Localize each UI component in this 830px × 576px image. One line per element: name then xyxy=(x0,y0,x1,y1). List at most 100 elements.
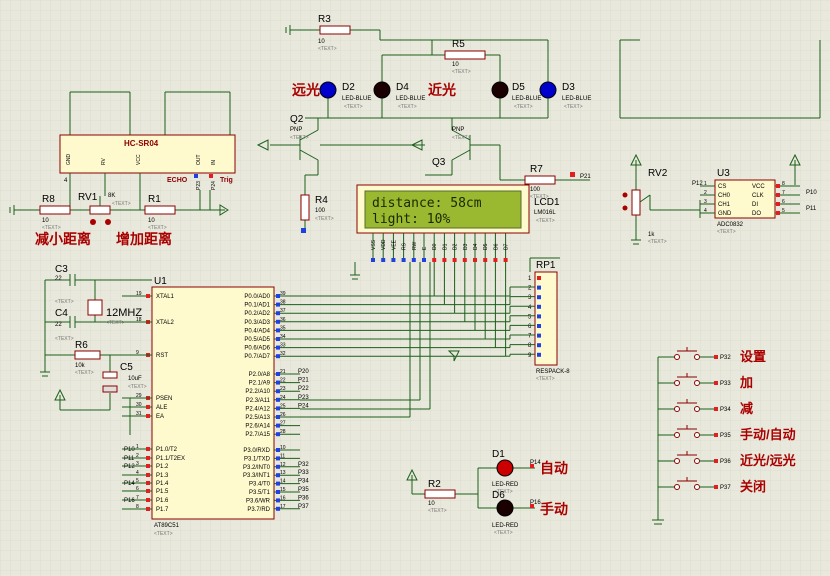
resistor-r6: R6 10k <TEXT> xyxy=(74,340,101,376)
q3-arrow xyxy=(410,139,423,151)
button-label-p37: 关闭 xyxy=(740,479,766,494)
d1-ref: D1 xyxy=(492,449,505,460)
c4-ref: C4 xyxy=(55,308,68,319)
rp1-pin-6: 6 xyxy=(528,324,532,330)
d1-model: LED-RED xyxy=(492,482,519,488)
u1-pin-p25a13: P2.5/A13 xyxy=(245,415,270,421)
u3-ref: U3 xyxy=(717,168,730,179)
u1-pin-p24a12: P2.4/A12 xyxy=(245,406,270,412)
rp1-pin-5: 5 xyxy=(528,314,532,320)
u1-pin-p20a8: P2.0/A8 xyxy=(249,372,271,378)
u1-pin-num-38: 38 xyxy=(280,300,286,306)
net-p16: P16 xyxy=(530,500,541,506)
rp1-pin-2: 2 xyxy=(528,286,532,292)
r2-ref: R2 xyxy=(428,479,441,490)
u1-pin-psen: PSEN xyxy=(156,396,172,402)
u1-pin-ea: EA xyxy=(156,414,164,420)
lcd-pin-vee: VEE xyxy=(391,239,397,250)
u1-pin-num-17: 17 xyxy=(280,504,286,510)
u3-model: ADC0832 xyxy=(717,222,744,228)
d2-text: <TEXT> xyxy=(344,104,363,110)
lcd-pin-d1: D1 xyxy=(442,243,448,250)
u1-net-p32: P32 xyxy=(298,462,309,468)
u1-pin-p26a14: P2.6/A14 xyxy=(245,424,270,430)
c4-text: <TEXT> xyxy=(55,336,74,342)
auto-label: 自动 xyxy=(540,460,568,476)
u1-net-p23: P23 xyxy=(298,395,309,401)
u1-pin-p15: P1.5 xyxy=(156,489,169,495)
adc-pin-num-4: 4 xyxy=(704,208,707,214)
d6-ref: D6 xyxy=(492,490,505,501)
button-p37[interactable]: P37 关闭 xyxy=(658,477,766,494)
hc-pin-in: IN xyxy=(211,160,217,165)
button-label-p32: 设置 xyxy=(740,349,766,364)
lcd-display: distance: 58cm light: 10% LCD1 LM016L <T… xyxy=(356,184,560,262)
adc-pin-vcc: VCC xyxy=(752,184,765,190)
u1-pin-p22a10: P2.2/A10 xyxy=(245,389,270,395)
hc-trig-label: Trig xyxy=(220,177,233,184)
button-net-p37: P37 xyxy=(720,485,731,491)
u1-pin-num-12: 12 xyxy=(280,462,286,468)
r7-ref: R7 xyxy=(530,164,543,175)
d4-model: LED-BLUE xyxy=(396,96,425,102)
net-p21: P21 xyxy=(580,174,591,180)
u1-pin-num-13: 13 xyxy=(280,470,286,476)
d5-text: <TEXT> xyxy=(514,104,533,110)
u1-pin-p03ad3: P0.3/AD3 xyxy=(244,320,270,326)
r7-value: 100 xyxy=(530,187,541,193)
crystal-text: <TEXT> xyxy=(106,320,125,326)
u1-pin-p11t2ex: P1.1/T2EX xyxy=(156,456,185,462)
c5-text: <TEXT> xyxy=(128,384,147,390)
u1-net-p14: P14 xyxy=(124,481,135,487)
lcd-model: LM016L xyxy=(534,210,556,216)
hc-net-p23: P23 xyxy=(196,181,202,190)
data-bus xyxy=(300,257,560,418)
adc-pin-num-2: 2 xyxy=(704,190,707,196)
u1-pin-p30rxd: P3.0/RXD xyxy=(243,448,270,454)
adc-net-dout: P11 xyxy=(806,206,817,212)
adc-pin-cs: CS xyxy=(718,184,726,190)
r1-value: 10 xyxy=(148,218,155,224)
q2-text: <TEXT> xyxy=(290,135,309,141)
u1-pin-num-27: 27 xyxy=(280,421,286,427)
rp1-pin-4: 4 xyxy=(528,305,532,311)
u1-pin-p35t1: P3.5/T1 xyxy=(249,490,271,496)
u1-pin-num-11: 11 xyxy=(280,453,285,459)
u1-pin-num-32: 32 xyxy=(280,351,286,357)
led-d2: D2 LED-BLUE <TEXT> xyxy=(319,81,371,110)
d6-text: <TEXT> xyxy=(494,530,513,536)
u1-pin-num-25: 25 xyxy=(280,403,286,409)
resistor-r3: R3 10 <TEXT> xyxy=(318,14,351,52)
u1-pin-num-2: 2 xyxy=(136,453,139,459)
rp1-pin-3: 3 xyxy=(528,295,532,301)
r5-value: 10 xyxy=(452,62,459,68)
adc-pin-di: DI xyxy=(752,202,758,208)
rv2-ref: RV2 xyxy=(648,168,668,179)
u1-pin-num-5: 5 xyxy=(136,478,139,484)
d4-ref: D4 xyxy=(396,82,409,93)
u1-pin-xtal2: XTAL2 xyxy=(156,320,175,326)
u1-net-p37: P37 xyxy=(298,504,309,510)
r3-text: <TEXT> xyxy=(318,46,337,52)
rp1-pin-9: 9 xyxy=(528,353,532,359)
rp1-text: <TEXT> xyxy=(536,376,555,382)
button-net-p36: P36 xyxy=(720,459,731,465)
resistor-r2: R2 10 <TEXT> xyxy=(424,479,456,514)
r5-text: <TEXT> xyxy=(452,69,471,75)
rail-right xyxy=(619,39,821,119)
u1-pin-p02ad2: P0.2/AD2 xyxy=(244,311,270,317)
u1-pin-num-36: 36 xyxy=(280,317,286,323)
u1-pin-num-10: 10 xyxy=(280,445,286,451)
d5-ref: D5 xyxy=(512,82,525,93)
u1-pin-p17: P1.7 xyxy=(156,507,169,513)
u1-pin-xtal1: XTAL1 xyxy=(156,294,175,300)
